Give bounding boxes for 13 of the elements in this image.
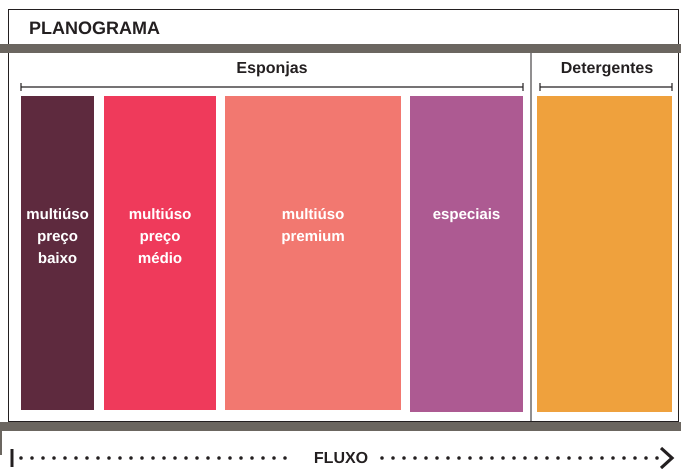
section-label: multiúso preço baixo bbox=[25, 205, 90, 269]
shelf-section bbox=[410, 96, 523, 412]
section-label: multiúso preço médio bbox=[128, 205, 192, 269]
shelf-section bbox=[21, 96, 94, 410]
section-label: especiais bbox=[432, 205, 502, 225]
flow-label: FLUXO bbox=[312, 450, 370, 468]
shelf-section bbox=[225, 96, 401, 410]
shelf-section bbox=[537, 96, 672, 412]
title: PLANOGRAMA bbox=[29, 18, 160, 39]
shelf-section bbox=[104, 96, 216, 410]
section-label: multiúso premium bbox=[280, 205, 346, 247]
section-heading: Detergentes bbox=[560, 60, 654, 78]
section-heading: Esponjas bbox=[235, 60, 309, 78]
